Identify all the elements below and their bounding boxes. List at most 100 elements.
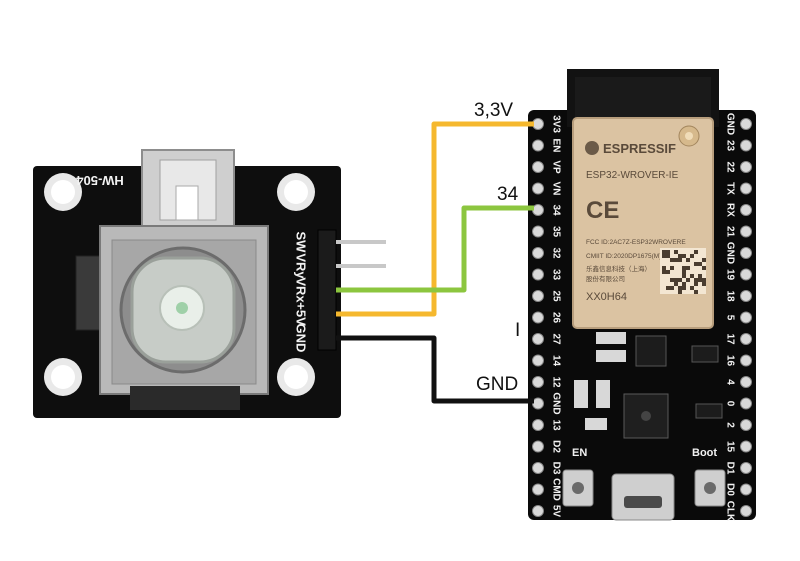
esp32-right-pin-label: 15 [724,441,735,453]
esp32-right-pin-label: 19 [724,269,735,281]
esp32-board: ESPRESSIF ESP32-WROVER-IE CE FCC ID:2AC7… [528,69,756,522]
esp32-left-pin [532,204,544,216]
esp32-right-pin [740,161,752,173]
esp32-right-pin [740,419,752,431]
esp32-right-pin [740,225,752,238]
esp32-left-pin-label: 34 [550,204,561,216]
joystick-pin-label: VRy [294,253,309,279]
esp32-right-pin [740,268,752,281]
esp32-right-pin-label: 21 [724,226,735,238]
esp32-right-pin-label: 5 [724,315,735,321]
esp32-right-pin [740,397,752,410]
qr-code [660,248,706,294]
esp32-left-pin-label: 27 [550,333,561,345]
wires [336,121,534,404]
joystick-pin-label: GND [294,324,309,353]
regulator-chip [635,335,667,367]
label-marker: I [515,320,520,341]
espressif-logo-icon [585,141,599,155]
joystick-pin-label: VRx [294,277,309,303]
smd-component [596,380,610,408]
joystick-knob-center [176,302,188,314]
esp32-right-pin-label: TX [724,182,735,195]
esp32-right-pin-label: RX [724,203,735,217]
esp32-left-pin-label: D2 [550,440,561,453]
esp32-right-pin-label: 17 [724,333,735,345]
esp32-brand: ESPRESSIF [603,141,676,156]
esp32-left-pin [532,483,544,496]
esp32-right-pin [740,333,752,345]
esp32-left-pin [532,311,544,324]
esp32-left-pin-label: 33 [550,269,561,281]
esp32-right-pin [740,290,752,302]
esp32-left-pin-label: D3 [550,462,561,475]
wire-pin34 [336,205,534,293]
label-3v3: 3,3V [474,100,513,121]
esp32-right-pin-label: 0 [724,401,735,407]
esp32-right-pin-label: 18 [724,290,735,302]
esp32-right-pin-label: CLK [724,501,735,522]
esp32-left-pin [532,225,544,238]
joystick-pin-label: SW [294,232,309,254]
esp32-left-pin-label: EN [550,139,561,153]
esp32-right-pin [740,483,752,496]
esp32-left-pin [532,290,544,302]
wire-gnd [336,335,534,404]
transistor [691,345,719,363]
esp32-right-pin [740,462,752,474]
esp32-left-pin [532,118,544,130]
esp32-right-pin-label: D0 [724,483,735,496]
esp32-left-pin [532,376,544,388]
esp32-left-pin-label: 14 [550,355,561,367]
en-button-label: EN [572,447,587,459]
esp32-left-pin-label: GND [550,392,561,414]
esp32-left-pin [532,440,544,453]
joystick-header [317,229,337,351]
esp32-right-pin [740,118,752,130]
esp32-right-pin [740,247,752,259]
esp32-left-pin-label: 5V [550,505,561,518]
esp32-right-pin-label: 23 [724,140,735,152]
esp32-module-name: ESP32-WROVER-IE [586,170,679,181]
esp32-right-pin-label: 4 [724,379,735,385]
esp32-left-pin-label: VN [550,182,561,196]
joystick-bottom-pot [130,386,240,410]
esp32-left-pin [532,462,544,474]
esp32-right-pin [740,354,752,367]
esp32-left-pin-label: CMD [550,478,561,501]
esp32-left-pin-label: VP [550,160,561,174]
smd-component [596,332,626,344]
esp32-right-pin [740,376,752,388]
esp32-left-pin-label: 12 [550,376,561,388]
joystick-model-label: HW-504 [76,173,124,188]
esp32-right-pin [740,139,752,152]
label-34: 34 [497,184,519,205]
esp32-right-pin-label: 16 [724,355,735,367]
esp32-left-pin-label: 3V3 [550,115,561,133]
esp32-left-pin [532,268,544,281]
maker-line-2: 股份有限公司 [586,274,625,283]
transistor [695,403,723,419]
esp32-right-pin [740,440,752,453]
label-gnd: GND [476,374,518,395]
esp32-left-pin-label: 26 [550,312,561,324]
esp32-left-pin-label: 32 [550,247,561,259]
smd-component [574,380,588,408]
boot-button-label: Boot [692,447,717,459]
esp32-right-pin-label: GND [724,113,735,135]
esp32-right-pin-label: 2 [724,422,735,428]
esp32-right-pin-label: GND [724,242,735,264]
esp32-right-pin-label: D1 [724,462,735,475]
esp32-left-pin-label: 25 [550,290,561,302]
esp32-left-pin [532,139,544,152]
wire-3v3 [336,121,534,317]
esp32-left-pin [532,247,544,259]
esp32-left-pin-label: 35 [550,226,561,238]
module-code: XX0H64 [586,291,627,303]
esp32-left-pin [532,505,544,517]
esp32-left-pin [532,397,544,410]
esp32-left-pin [532,354,544,367]
